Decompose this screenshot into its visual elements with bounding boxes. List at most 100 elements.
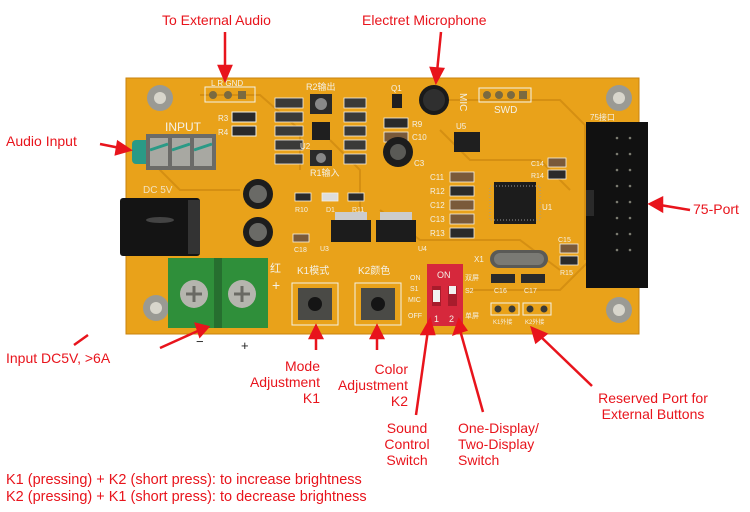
label-line: K2	[390, 393, 408, 409]
resistor-r10	[294, 192, 312, 202]
dip-switch	[427, 264, 463, 326]
port-75-connector	[586, 122, 648, 288]
capacitor-c2	[243, 217, 273, 247]
terminal-plus-sign: +	[241, 338, 249, 353]
silk-c14: C14	[531, 161, 544, 168]
arrow-external-audio	[217, 64, 233, 84]
silk-dip-on: ON	[437, 270, 451, 280]
silk-k2-ext: K2外接	[525, 318, 544, 326]
capacitor-c16	[491, 274, 515, 283]
screw-terminal-block	[168, 258, 268, 328]
label-line: Reserved Port for	[598, 390, 708, 406]
silk-c13: C13	[430, 215, 445, 224]
label-to-external-audio: To External Audio	[162, 12, 271, 28]
label-75-port: 75-Port	[693, 201, 739, 217]
chip-u5	[454, 132, 480, 152]
arrow-microphone	[429, 66, 446, 86]
silk-u2: U2	[300, 142, 311, 151]
silk-s1: S1	[410, 286, 419, 293]
silk-r9: R9	[412, 120, 423, 129]
arrow-mode-k1	[307, 323, 325, 340]
mounting-hole-bottom-right	[606, 297, 632, 323]
label-line: One-Display/	[458, 420, 539, 436]
silk-dip-2: 2	[449, 314, 454, 324]
silk-plus: +	[272, 277, 280, 293]
smd-column-c7-c9	[343, 97, 367, 165]
label-color-adjustment-k2: Color Adjustment K2	[320, 361, 408, 409]
silk-c17: C17	[524, 288, 537, 295]
silk-d1: D1	[326, 207, 335, 214]
label-line: Sound	[386, 420, 428, 436]
silk-r3: R3	[218, 114, 229, 123]
arrow-port75	[647, 195, 664, 214]
capacitor-c14	[547, 157, 567, 168]
capacitor-c18	[292, 233, 310, 243]
silk-x1: X1	[474, 255, 484, 264]
silk-r15: R15	[560, 270, 573, 277]
arrow-dc-left-line	[73, 333, 89, 347]
silk-r2-out: R2输出	[306, 81, 336, 92]
arrow-display-switch	[451, 317, 468, 336]
silk-port75: 75接口	[590, 112, 615, 122]
transistor-q1	[392, 94, 402, 108]
resistor-r15	[559, 255, 579, 266]
silk-q1: Q1	[391, 84, 402, 93]
resistors-r3-r4	[231, 111, 257, 137]
silk-c10: C10	[412, 133, 427, 142]
label-audio-input: Audio Input	[6, 133, 77, 149]
regulator-u4	[376, 212, 416, 242]
button-k1-body	[291, 282, 339, 326]
silk-swd: SWD	[494, 105, 517, 116]
silk-dip-1: 1	[434, 314, 439, 324]
silk-u4: U4	[418, 246, 427, 253]
capacitor-c17	[521, 274, 545, 283]
microcontroller-u1	[489, 182, 541, 224]
swd-header	[478, 87, 532, 103]
label-line: External Buttons	[601, 406, 705, 422]
silk-r12: R12	[430, 187, 445, 196]
silk-mic-small: MIC	[408, 297, 421, 304]
resistor-r14	[547, 169, 567, 180]
silk-mic: MIC	[457, 93, 468, 111]
potentiometer-r2	[310, 94, 332, 114]
note-decrease-brightness: K2 (pressing) + K1 (short press): to dec…	[6, 489, 367, 505]
label-electret-microphone: Electret Microphone	[362, 12, 487, 28]
silk-c3: C3	[414, 159, 425, 168]
smd-column-c11-r13	[449, 171, 475, 239]
arrow-dc-input	[194, 322, 211, 339]
mounting-hole-top-left	[147, 85, 173, 111]
label-line: Two-Display	[458, 436, 535, 452]
label-line: Color	[374, 361, 408, 377]
silk-k1-mode: K1模式	[297, 264, 329, 277]
label-line: Switch	[386, 452, 428, 468]
mounting-hole-bottom-left	[143, 295, 169, 321]
label-mode-adjustment-k1: Mode Adjustment K1	[232, 358, 320, 406]
silk-on: ON	[410, 275, 421, 282]
silk-r4: R4	[218, 128, 229, 137]
label-line: Control	[384, 436, 430, 452]
silk-u3: U3	[320, 246, 329, 253]
label-line: Adjustment	[249, 374, 320, 390]
silk-r10: R10	[295, 207, 308, 214]
silk-c15: C15	[558, 237, 571, 244]
silk-r1-in: R1输入	[310, 167, 340, 178]
resistor-r11	[347, 192, 365, 202]
silk-u1: U1	[542, 203, 553, 212]
silk-c11: C11	[430, 173, 445, 182]
silk-s2: S2	[465, 288, 474, 295]
silk-k1-ext: K1外接	[493, 318, 512, 326]
silk-k2-color: K2颜色	[358, 264, 390, 277]
silk-dual: 双屏	[465, 274, 479, 282]
label-line: Adjustment	[337, 377, 408, 393]
terminal-minus-sign: −	[196, 334, 204, 349]
silk-off: OFF	[408, 313, 422, 320]
potentiometer-r1	[310, 150, 332, 166]
regulator-u3	[331, 212, 371, 242]
silk-u5: U5	[456, 122, 467, 131]
silk-lr-gnd: L R GND	[211, 79, 243, 88]
label-input-dc5v: Input DC5V, >6A	[6, 350, 111, 366]
label-sound-control-switch: Sound Control Switch	[372, 420, 442, 468]
silk-c16: C16	[494, 288, 507, 295]
silk-input: INPUT	[165, 120, 202, 134]
